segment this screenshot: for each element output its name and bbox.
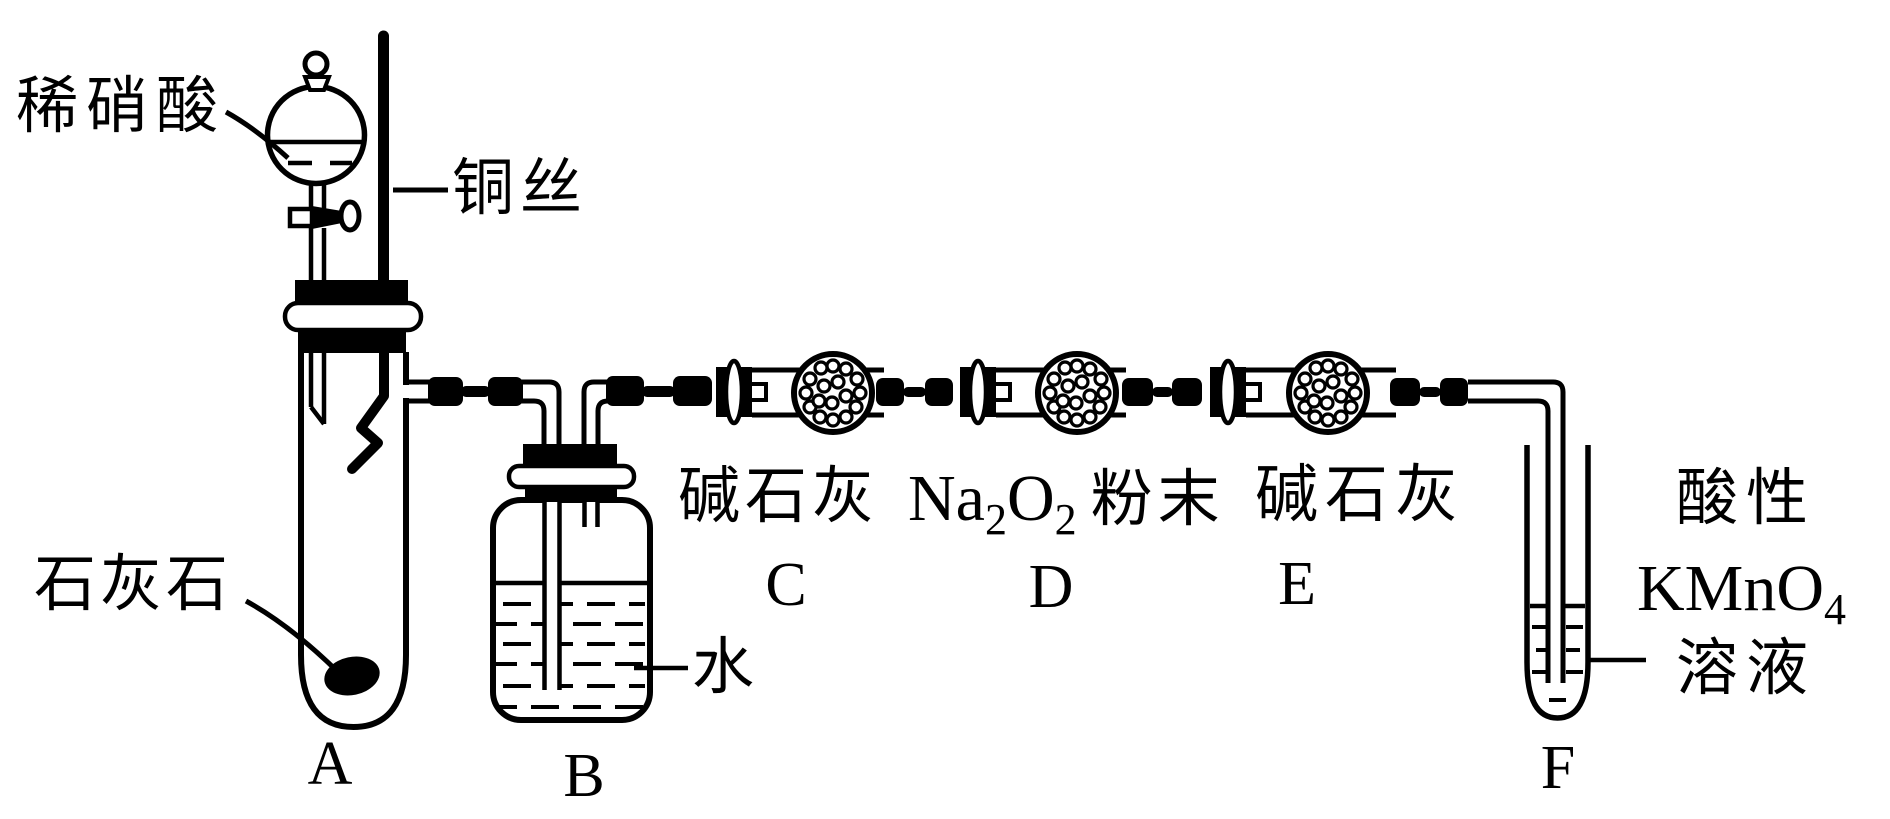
- leader-lines: [224, 109, 1646, 674]
- label-kmno4-formula: KMnO4: [1637, 552, 1847, 634]
- inlet-tube: [542, 500, 562, 690]
- part-letter-d: D: [1028, 553, 1074, 621]
- joint-c-d: [876, 378, 953, 406]
- label-soda-lime-e: 碱石灰: [1255, 460, 1465, 530]
- joint-a-b: [428, 377, 523, 406]
- drying-tube-c: [716, 351, 884, 435]
- test-tube-f: [1524, 412, 1591, 721]
- label-acidic: 酸性: [1676, 465, 1817, 533]
- solution-dashes: [1532, 625, 1583, 702]
- label-copper-wire: 铜丝: [452, 155, 589, 223]
- label-water: 水: [692, 634, 761, 702]
- outlet-tube: [582, 500, 600, 527]
- part-letter-b: B: [563, 742, 605, 810]
- leader-limestone: [244, 598, 340, 674]
- joint-b-c: [606, 376, 712, 406]
- funnel-stopper-knob: [302, 50, 330, 78]
- copper-wire-zigzag: [347, 347, 389, 474]
- drying-tube-d: [960, 351, 1126, 435]
- label-solution: 溶液: [1676, 635, 1817, 703]
- part-letter-c: C: [765, 551, 807, 619]
- part-letter-f: F: [1540, 734, 1576, 802]
- water-dashes: [496, 602, 645, 709]
- label-limestone: 石灰石: [34, 551, 233, 619]
- funnel-bulb: [264, 83, 368, 187]
- wash-bottle-b: [490, 444, 653, 723]
- limestone-lump: [324, 656, 380, 696]
- leader-dilute-nitric-acid: [224, 109, 290, 160]
- stopper-a: [282, 280, 424, 353]
- stopcock: [287, 199, 362, 233]
- delivery-tube-f: [1468, 379, 1566, 683]
- drying-tube-e: [1210, 351, 1396, 435]
- funnel-stem-tip: [308, 352, 327, 426]
- rubber-joints: [428, 376, 1468, 406]
- part-letter-e: E: [1278, 550, 1316, 618]
- stopper-b: [506, 444, 637, 502]
- joint-e-f: [1390, 378, 1468, 406]
- label-dilute-nitric-acid: 稀硝酸: [16, 73, 227, 141]
- separating-funnel: [264, 50, 368, 281]
- joint-d-e: [1122, 378, 1202, 406]
- label-soda-lime-c: 碱石灰: [678, 463, 880, 531]
- test-tube-a: [282, 280, 424, 731]
- part-letter-a: A: [307, 730, 353, 798]
